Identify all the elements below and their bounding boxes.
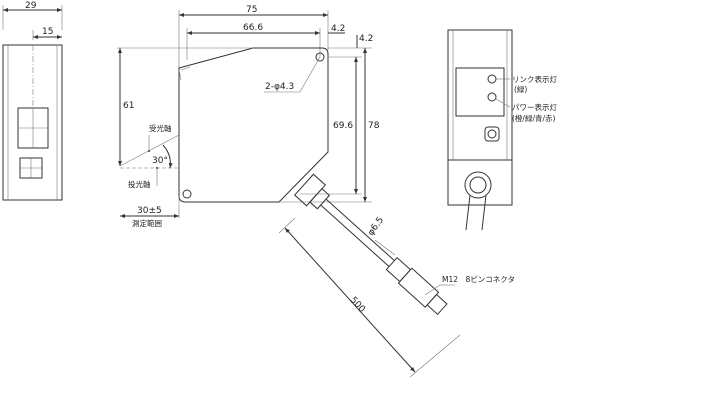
dim-15: 15 <box>42 27 53 37</box>
mounting-hole <box>315 52 325 62</box>
rear-body <box>447 29 513 206</box>
dim-4-2-v: 4.2 <box>359 34 373 44</box>
link-led <box>487 74 497 84</box>
cable-assembly: φ6.5 M12 8ピンコネクタ 500 <box>278 173 515 378</box>
cable-diameter: φ6.5 <box>366 215 386 237</box>
link-led-label: リンク表示灯 <box>512 74 557 84</box>
dim-75: 75 <box>246 5 257 15</box>
sensor-body <box>178 47 329 203</box>
side-view: 75 66.6 4.2 4.2 2-φ4.3 69.6 78 61 受光軸 30… <box>117 5 515 378</box>
dim-66-6: 66.6 <box>243 23 263 33</box>
power-led-colors: (橙/緑/青/赤) <box>512 113 556 123</box>
front-view: 29 15 <box>2 1 63 201</box>
dim-29: 29 <box>25 1 37 11</box>
dim-4-2-h: 4.2 <box>331 24 345 34</box>
link-led-color: (緑) <box>514 84 527 94</box>
indicator-panel <box>455 67 505 117</box>
front-body <box>2 44 63 201</box>
dim-78: 78 <box>368 121 380 131</box>
cable-length: 500 <box>348 295 367 315</box>
rear-view: リンク表示灯 (緑) パワー表示灯 (橙/緑/青/赤) <box>447 29 557 231</box>
receiver-axis-label: 受光軸 <box>149 123 172 133</box>
power-led <box>487 92 497 102</box>
mounting-hole <box>182 189 192 199</box>
emitter-axis-label: 投光軸 <box>128 179 151 189</box>
angle-label: 30° <box>152 156 168 166</box>
dim-61: 61 <box>123 101 134 111</box>
connector-label: M12 8ピンコネクタ <box>442 275 515 284</box>
hole-label: 2-φ4.3 <box>265 82 294 92</box>
range-label: 測定範囲 <box>132 218 162 228</box>
cable-gland <box>464 171 492 199</box>
power-led-label: パワー表示灯 <box>512 102 557 112</box>
button <box>484 126 500 142</box>
dim-69-6: 69.6 <box>333 121 353 131</box>
range-value: 30±5 <box>137 206 162 216</box>
